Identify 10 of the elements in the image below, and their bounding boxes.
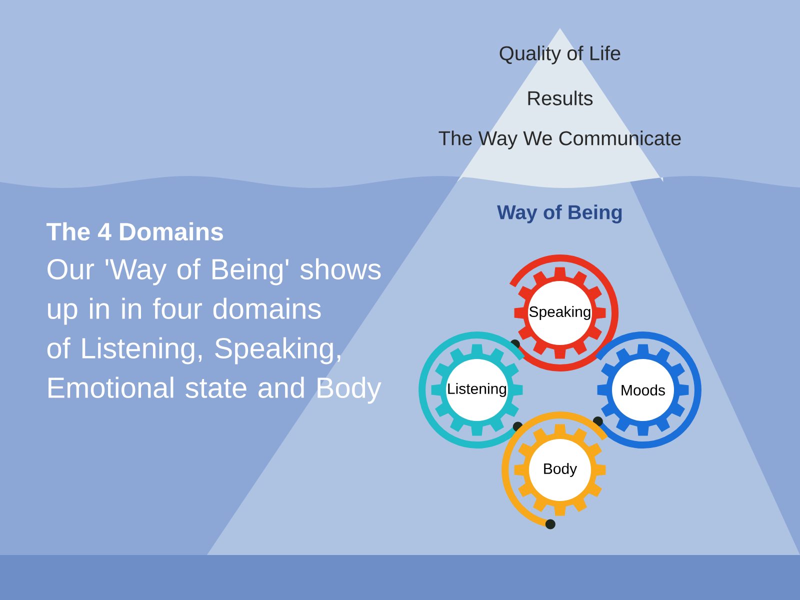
gear: Listening <box>418 332 525 449</box>
heading: The 4 Domains <box>46 222 223 241</box>
gear: Body <box>502 412 608 530</box>
pyramid-label: The Way We Communicate <box>438 130 681 150</box>
pyramid-label: Way of Being <box>497 204 622 224</box>
pyramid-label: Quality of Life <box>500 46 620 64</box>
description: Our 'Way of Being' shows up in in four domains of Listening, Speaking, Emotional state and Body <box>47 258 382 404</box>
gear: Speaking <box>510 254 618 372</box>
gear: Moods <box>592 332 702 449</box>
pyramid-label: Results <box>528 90 593 106</box>
